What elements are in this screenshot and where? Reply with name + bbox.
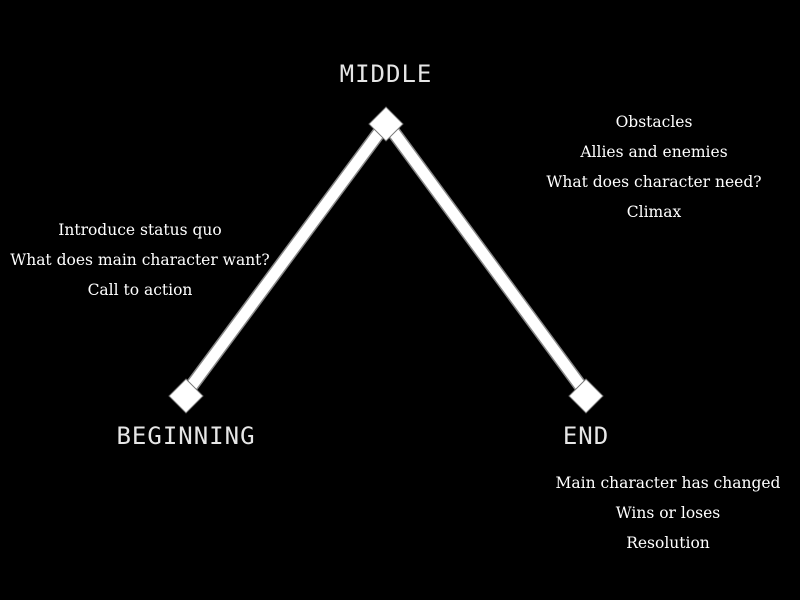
rising-action-bar-fill	[185, 126, 386, 392]
note: Wins or loses	[615, 504, 721, 522]
beginning-label: BEGINNING	[116, 422, 256, 450]
note: Climax	[626, 203, 682, 221]
note: What does main character want?	[10, 251, 270, 269]
middle-label: MIDDLE	[339, 60, 433, 88]
note: Obstacles	[615, 113, 693, 131]
end-notes: Main character has changed Wins or loses…	[556, 468, 781, 558]
falling-action-bar-fill	[387, 126, 587, 392]
end-diamond	[568, 378, 604, 414]
note: Introduce status quo	[58, 221, 222, 239]
note: Call to action	[87, 281, 193, 299]
note: Main character has changed	[555, 474, 781, 492]
middle-notes: Obstacles Allies and enemies What does c…	[546, 107, 761, 227]
note: Resolution	[626, 534, 710, 552]
note: What does character need?	[546, 173, 762, 191]
beginning-diamond	[168, 378, 204, 414]
middle-diamond	[368, 106, 404, 142]
end-label: END	[562, 422, 610, 450]
note: Allies and enemies	[580, 143, 728, 161]
beginning-notes: Introduce status quo What does main char…	[10, 215, 269, 305]
